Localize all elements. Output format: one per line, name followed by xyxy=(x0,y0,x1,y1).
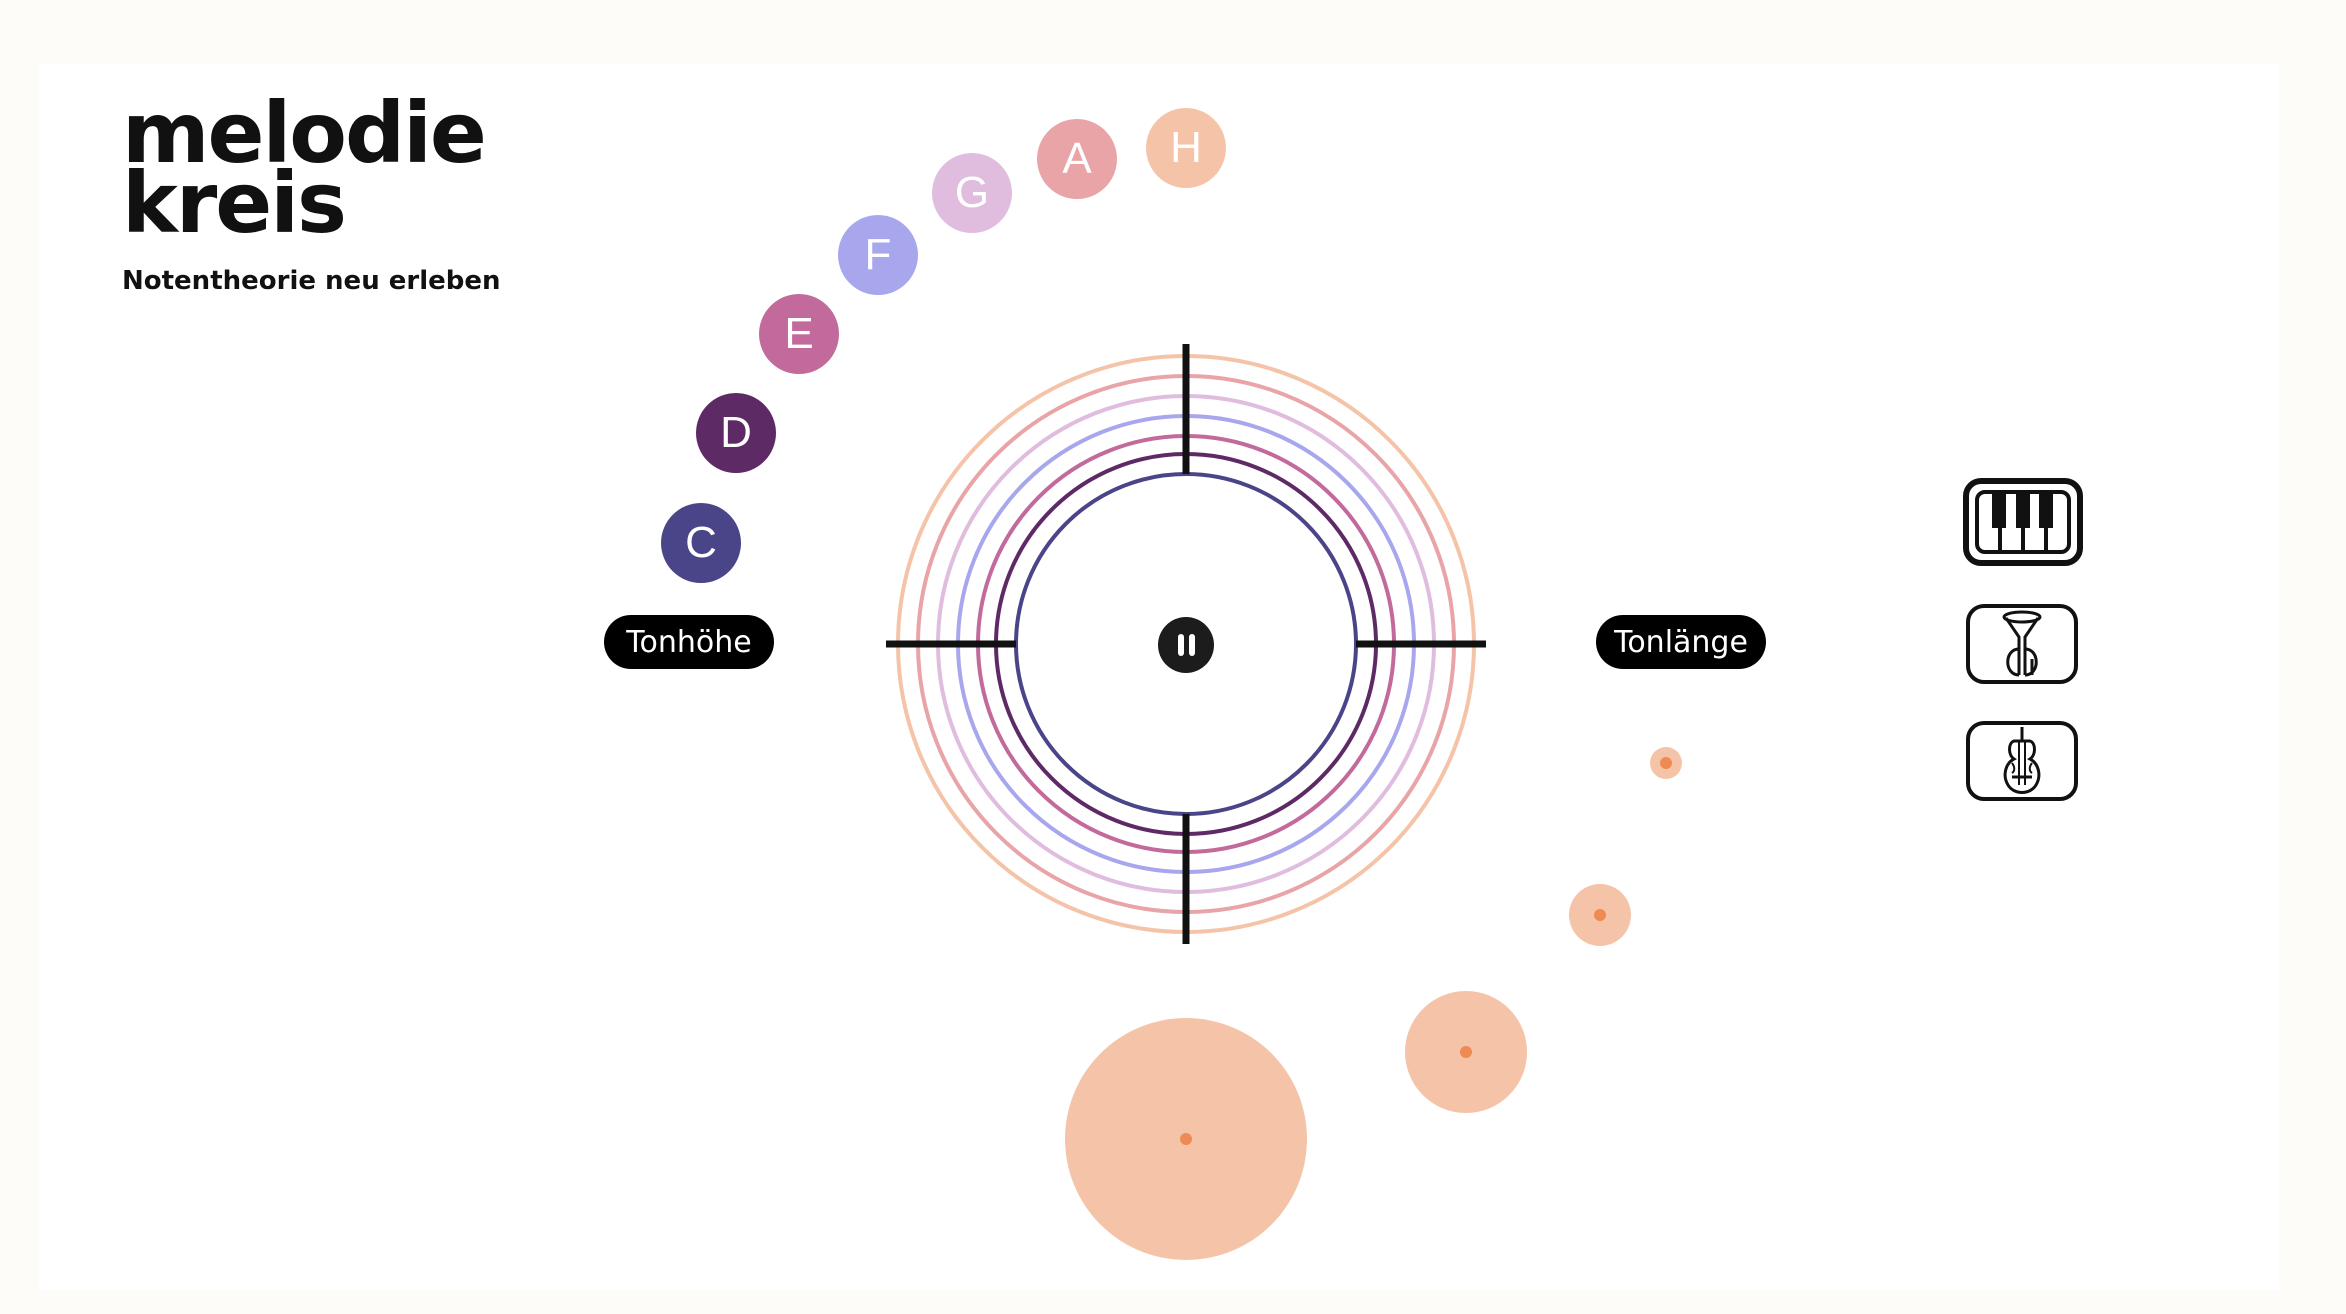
trumpet-icon xyxy=(2002,610,2042,677)
pause-bar-left xyxy=(1177,634,1184,656)
pause-button[interactable] xyxy=(1158,617,1214,673)
pitch-label: Tonhöhe xyxy=(604,615,774,669)
app-logo: melodie kreis Notentheorie neu erleben xyxy=(122,84,501,296)
logo-line-2: kreis xyxy=(122,154,347,252)
duration-dot xyxy=(1180,1133,1192,1145)
trumpet-button[interactable] xyxy=(1966,604,2078,684)
note-a[interactable]: A xyxy=(1037,119,1117,199)
violin-button[interactable] xyxy=(1966,721,2078,801)
note-e[interactable]: E xyxy=(759,294,839,374)
duration-sixteenth[interactable] xyxy=(1650,747,1682,779)
duration-quarter[interactable] xyxy=(1405,991,1527,1113)
note-g[interactable]: G xyxy=(932,153,1012,233)
duration-dot xyxy=(1594,909,1606,921)
violin-icon xyxy=(2003,727,2041,794)
duration-dot xyxy=(1460,1046,1472,1058)
duration-label: Tonlänge xyxy=(1596,615,1766,669)
pause-bar-right xyxy=(1188,634,1195,656)
logo-tagline: Notentheorie neu erleben xyxy=(122,266,501,296)
piano-icon xyxy=(1975,490,2071,554)
logo-line-1: melodie xyxy=(122,84,487,182)
note-c[interactable]: C xyxy=(661,503,741,583)
duration-eighth[interactable] xyxy=(1569,884,1631,946)
piano-button[interactable] xyxy=(1963,478,2083,566)
duration-half[interactable] xyxy=(1065,1018,1307,1260)
note-f[interactable]: F xyxy=(838,215,918,295)
duration-dot xyxy=(1660,757,1672,769)
note-d[interactable]: D xyxy=(696,393,776,473)
note-h[interactable]: H xyxy=(1146,108,1226,188)
